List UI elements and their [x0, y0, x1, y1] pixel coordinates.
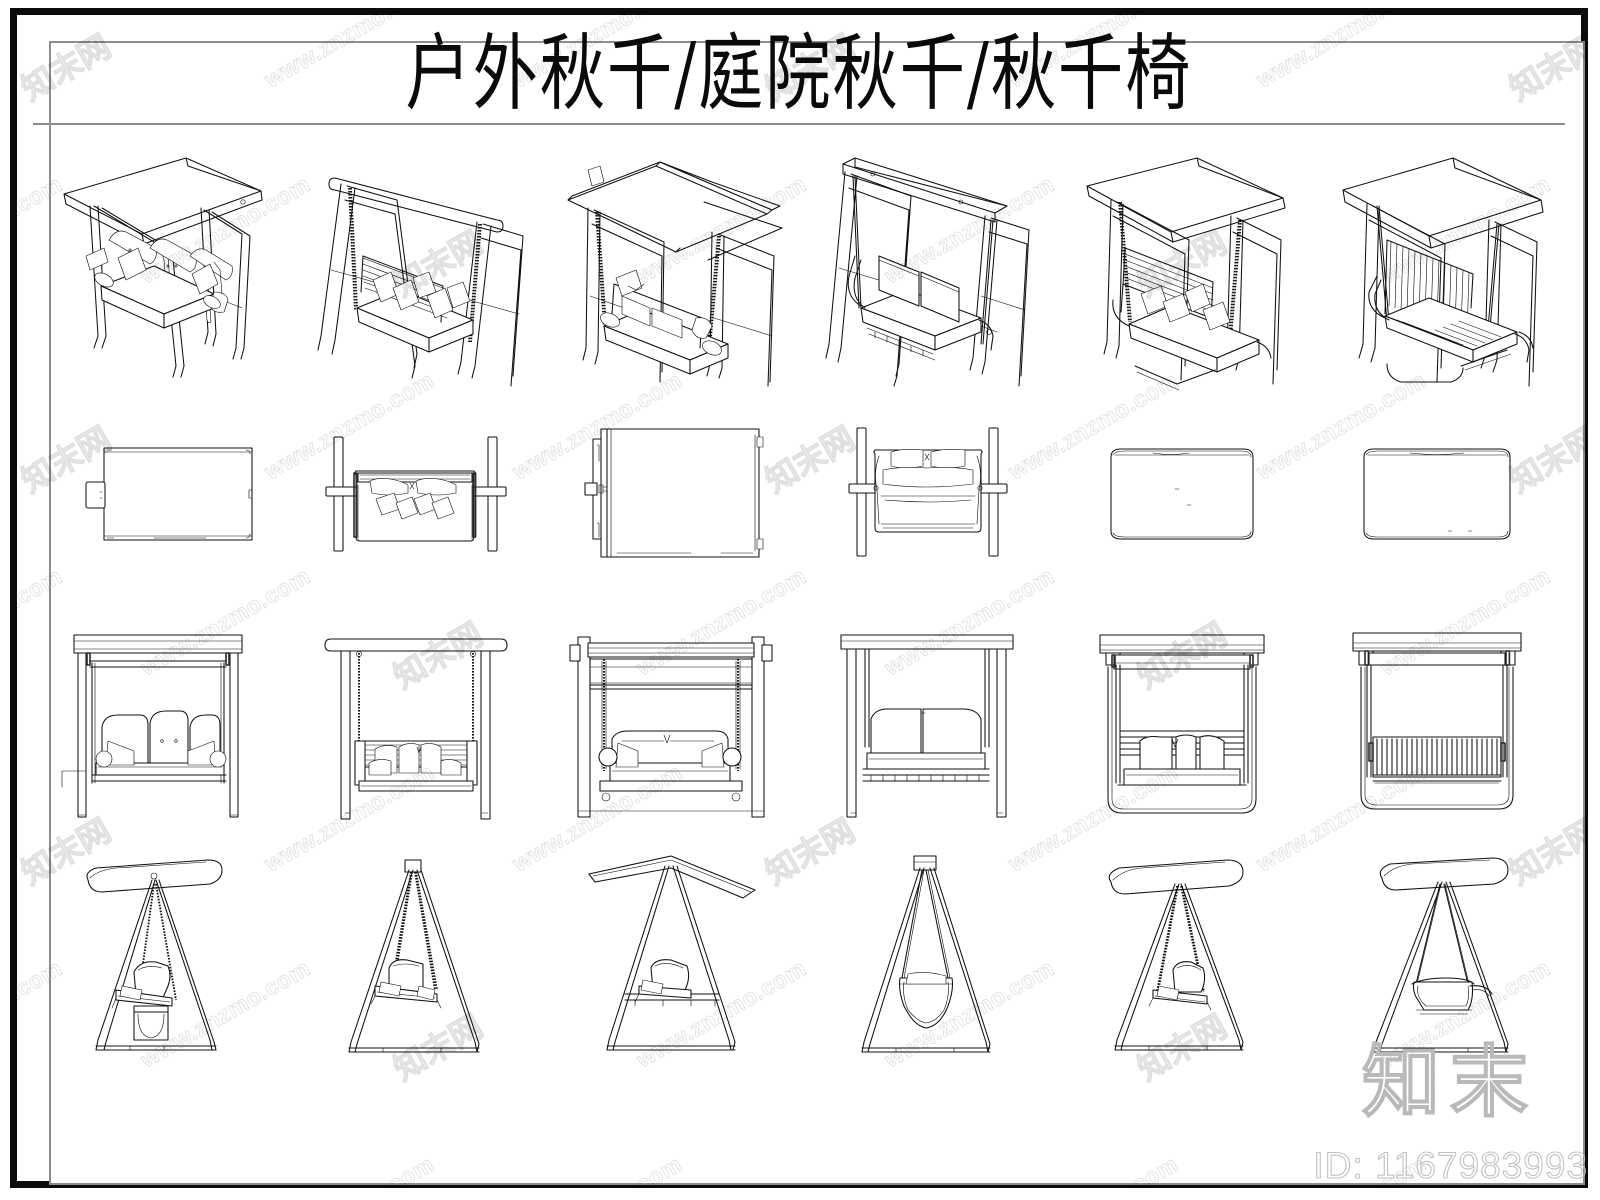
drawing-plan-slat-bench[interactable] [1309, 414, 1564, 574]
drawing-plan-3seat-canopy[interactable] [33, 414, 288, 574]
drawing-side-swing-chair-e[interactable] [1054, 850, 1309, 1060]
cad-row-side-elevations [33, 850, 1565, 1060]
drawing-elev-daybed-flatroof[interactable] [1054, 618, 1309, 828]
drawing-side-swing-chair-a[interactable] [33, 850, 288, 1060]
drawing-side-swing-chair-d[interactable] [799, 850, 1054, 1060]
drawing-elev-slat-bench[interactable] [1309, 618, 1564, 828]
drawing-swing-2seat-aframe-iso[interactable] [799, 126, 1054, 396]
drawing-area [33, 126, 1565, 1169]
drawing-swing-daybed-flatroof-iso[interactable] [1054, 126, 1309, 396]
drawing-side-swing-chair-b[interactable] [288, 850, 543, 1060]
drawing-plan-aframe-bench[interactable] [288, 414, 543, 574]
drawing-side-swing-chair-c[interactable] [544, 850, 799, 1060]
sheet-outer-border [10, 8, 1588, 1188]
drawing-plan-daybed-pitched[interactable] [544, 414, 799, 574]
drawing-elev-3seat-canopy[interactable] [33, 618, 288, 828]
drawing-plan-2seat-aframe[interactable] [799, 414, 1054, 574]
drawing-swing-slat-bench-iso[interactable] [1309, 126, 1564, 396]
drawing-elev-aframe-bench[interactable] [288, 618, 543, 828]
drawing-swing-3seat-canopy-iso[interactable] [33, 126, 288, 396]
drawing-plan-daybed-flatroof[interactable] [1054, 414, 1309, 574]
drawing-side-swing-chair-f[interactable] [1309, 850, 1564, 1060]
cad-row-plan-views [33, 414, 1565, 574]
sheet-id-label: ID: 1167983993 [1313, 1145, 1588, 1186]
sheet-inner-frame [49, 41, 1585, 1185]
page-title: 户外秋千/庭院秋千/秋千椅 [405, 27, 1193, 123]
cad-row-front-elevations [33, 618, 1565, 828]
drawing-elev-daybed-pitched[interactable] [544, 618, 799, 828]
cad-row-isometric-views [33, 126, 1565, 396]
drawing-swing-aframe-bench-iso[interactable] [288, 126, 543, 396]
drawing-swing-daybed-pitched-iso[interactable] [544, 126, 799, 396]
drawing-elev-2seat-aframe[interactable] [799, 618, 1054, 828]
title-block: 户外秋千/庭院秋千/秋千椅 [33, 27, 1565, 125]
brand-watermark: 知末 [1361, 1037, 1538, 1128]
